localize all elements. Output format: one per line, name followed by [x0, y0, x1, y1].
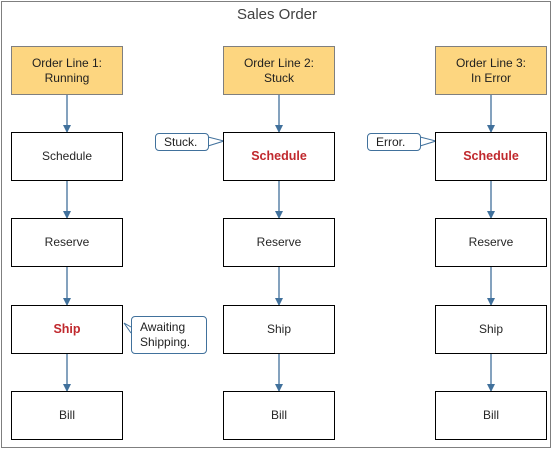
callout-awaiting-line2: Shipping.: [140, 335, 191, 349]
callout-stuck: Stuck.: [155, 133, 209, 151]
order-line-2-header: Order Line 2:Stuck: [223, 46, 335, 95]
c3-reserve-step: Reserve: [435, 218, 547, 267]
order-line-2-label: Order Line 2:: [243, 55, 315, 70]
order-line-3-label: Order Line 3:: [455, 55, 527, 70]
c2-bill-step: Bill: [223, 391, 335, 440]
c2-reserve-step: Reserve: [223, 218, 335, 267]
c3-bill-step: Bill: [435, 391, 547, 440]
callout-awaiting-line1: Awaiting: [140, 320, 186, 334]
order-line-1-header: Order Line 1:Running: [11, 46, 123, 95]
c2-schedule-step: Schedule: [223, 132, 335, 181]
c3-schedule-step: Schedule: [435, 132, 547, 181]
callout-tail-stuck: [207, 136, 226, 147]
order-line-1-label: Order Line 1:: [31, 55, 103, 70]
order-line-3-header: Order Line 3:In Error: [435, 46, 547, 95]
order-line-2-status: Stuck: [263, 70, 294, 85]
c1-schedule-step: Schedule: [11, 132, 123, 181]
callout-tail-error: [419, 136, 438, 147]
c1-ship-step: Ship: [11, 305, 123, 354]
c2-ship-step: Ship: [223, 305, 335, 354]
order-line-3-status: In Error: [470, 70, 511, 85]
callout-tail-awaiting: [123, 322, 132, 334]
order-line-1-status: Running: [44, 70, 90, 85]
callout-error: Error.: [367, 133, 421, 151]
diagram-title: Sales Order: [236, 6, 318, 23]
c3-ship-step: Ship: [435, 305, 547, 354]
c1-reserve-step: Reserve: [11, 218, 123, 267]
c1-bill-step: Bill: [11, 391, 123, 440]
